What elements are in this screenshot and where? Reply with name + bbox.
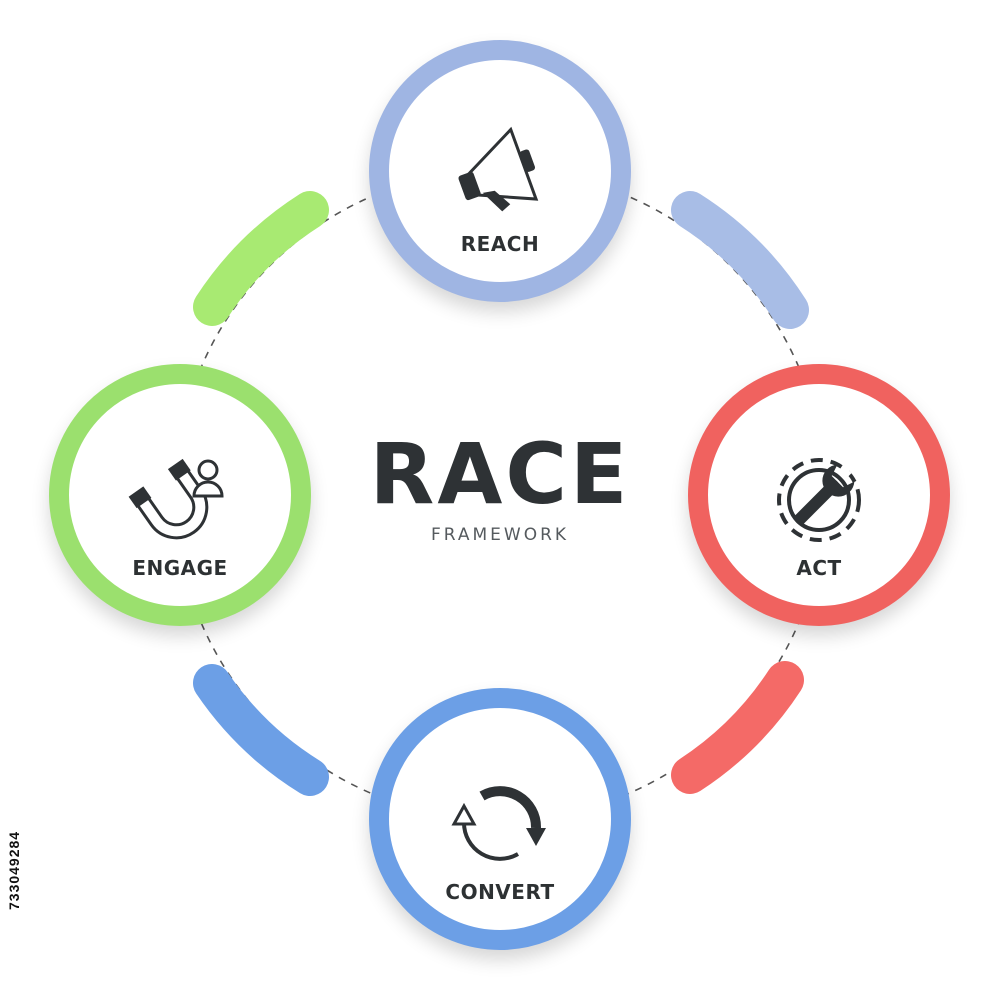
node-act: ACT bbox=[688, 364, 950, 626]
megaphone-icon bbox=[442, 118, 558, 234]
refresh-icon bbox=[442, 766, 558, 882]
arc-engage-to-reach bbox=[193, 191, 329, 326]
stock-id-text: 733049284 bbox=[6, 830, 22, 910]
node-label-convert: CONVERT bbox=[445, 880, 555, 904]
node-label-engage: ENGAGE bbox=[132, 556, 228, 580]
gear-wrench-icon bbox=[761, 442, 877, 558]
arc-act-to-convert bbox=[671, 661, 804, 794]
node-reach: REACH bbox=[369, 40, 631, 302]
magnet-user-icon bbox=[122, 442, 238, 558]
arc-convert-to-engage bbox=[193, 664, 329, 796]
node-label-act: ACT bbox=[796, 556, 842, 580]
node-convert: CONVERT bbox=[369, 688, 631, 950]
node-label-reach: REACH bbox=[460, 232, 540, 256]
arc-reach-to-act bbox=[671, 191, 809, 329]
diagram-title: RACE bbox=[369, 425, 631, 523]
diagram-subtitle: FRAMEWORK bbox=[430, 525, 570, 545]
node-engage: ENGAGE bbox=[49, 364, 311, 626]
